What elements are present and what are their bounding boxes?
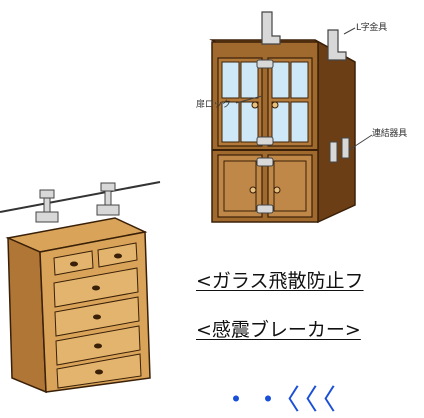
- l-bracket-label: L字金具: [356, 23, 387, 33]
- cupboard: [209, 11, 373, 224]
- chest-of-drawers: [0, 181, 161, 394]
- seismic-breaker-caption: <感震ブレーカー>: [196, 319, 361, 341]
- furniture-illustration: [0, 11, 373, 394]
- door-lock-label: 扉ロック: [196, 100, 231, 110]
- illustration-stage: L字金具 扉ロック 連結器具 <ガラス飛散防止フ <感震ブレーカー> ・・〈〈〈: [0, 11, 407, 416]
- connector-label: 連結器具: [372, 129, 407, 139]
- cut-off-heading: ・・〈〈〈: [222, 383, 341, 416]
- glass-film-caption: <ガラス飛散防止フ: [196, 270, 364, 292]
